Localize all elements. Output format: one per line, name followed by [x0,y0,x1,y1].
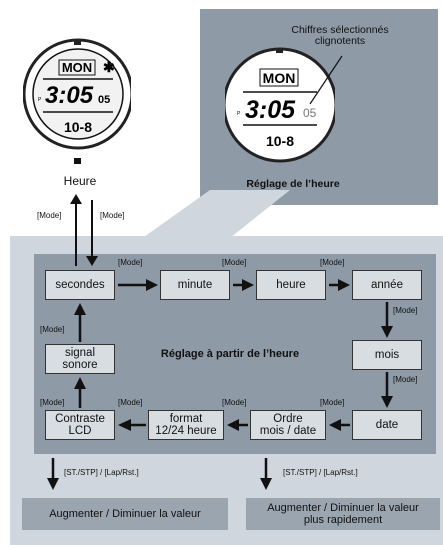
mode-label-mois-date: [Mode] [393,375,418,384]
mode-label-contraste-signal: [Mode] [40,398,65,407]
buttons-label-left: [ST./STP] / [Lap/Rst.] [64,468,139,477]
mode-label-up: [Mode] [37,211,62,220]
result-fast: Augmenter / Diminuer la valeur plus rapi… [246,498,440,530]
mode-label-signal-sec: [Mode] [40,325,65,334]
mode-label-heure-annee: [Mode] [320,258,345,267]
buttons-label-right: [ST./STP] / [Lap/Rst.] [283,468,358,477]
watch-zoom-label: Réglage de l’heure [246,178,340,190]
mode-label-format-contraste: [Mode] [118,398,143,407]
step-secondes: secondes [45,270,115,300]
watch-zoom-date: 10-8 [266,133,294,149]
mode-label-down: [Mode] [100,211,125,220]
watch-zoom: MON P 3:05 05 10-8 [225,47,335,163]
center-label: Réglage à partir de l’heure [160,348,300,360]
step-contraste: Contraste LCD [45,410,115,440]
mode-label-ordre-format: [Mode] [222,398,247,407]
watch-left-pm: P [38,97,42,103]
watch-zoom-day: MON [263,70,296,86]
mode-label-min-heure: [Mode] [222,258,247,267]
watch-left-time: 3:05 [45,82,94,109]
step-heure: heure [256,270,326,300]
step-format: format 12/24 heure [148,410,224,440]
blink-callout: Chiffres sélectionnés clignotents [291,24,389,47]
watch-left-date: 10-8 [64,119,92,135]
mode-label-date-ordre: [Mode] [320,398,345,407]
result-normal: Augmenter / Diminuer la valeur [22,498,228,530]
watch-left-seconds: 05 [98,94,110,106]
step-mois: mois [352,340,422,370]
watch-left-day: MON [62,60,92,75]
watch-zoom-time: 3:05 [245,96,296,124]
mode-label-annee-mois: [Mode] [393,306,418,315]
watch-zoom-pm: P [237,111,241,117]
watch-left-label: Heure [63,174,97,188]
watch-left: MON ✱ P 3:05 05 10-8 [23,38,131,164]
watch-zoom-seconds: 05 [303,106,317,120]
mode-label-sec-min: [Mode] [118,258,143,267]
step-ordre: Ordre mois / date [250,410,326,440]
step-annee: année [352,270,422,300]
zoom-connector [120,190,290,254]
step-minute: minute [160,270,230,300]
step-date: date [352,410,422,440]
step-signal: signal sonore [45,344,115,374]
alarm-star-icon: ✱ [103,59,115,75]
